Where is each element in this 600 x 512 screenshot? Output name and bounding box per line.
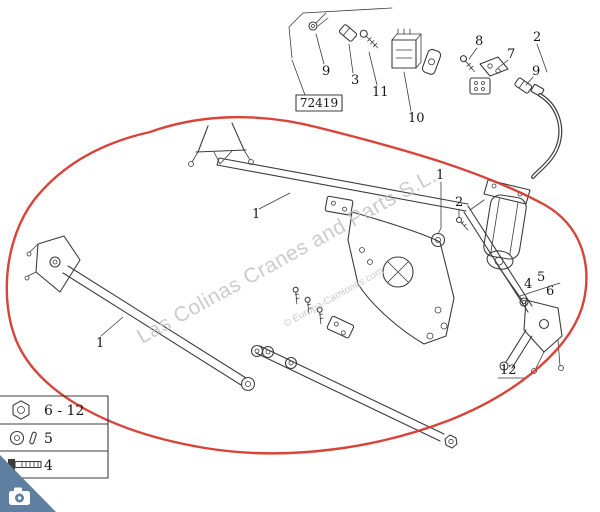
part-label-2-harness: 2 [533,30,541,45]
leader-9-left [315,33,325,65]
legend-row-nut: 6 - 12 [12,400,84,420]
screw-8-part [459,55,475,73]
bracket-7-part [479,56,509,77]
part-label-9-left: 9 [322,64,330,79]
part-label-2-screw: 2 [455,195,463,210]
end-nut [444,434,458,449]
part-label-9-right: 9 [532,64,540,79]
right-pivot-bracket [499,299,564,374]
part-label-7: 7 [507,47,515,62]
part-labels: 2 8 7 9 9 3 11 10 1 2 1 1 4 5 6 12 [96,30,554,378]
part-label-10: 10 [408,111,425,126]
motor-end-cap [486,250,514,270]
exploded-group-left [288,7,442,112]
part-label-1-frame: 1 [252,207,260,222]
ring-terminal-part [308,12,329,31]
relay-part [391,28,422,69]
ref-box-leader [291,59,306,96]
group-top-line [302,7,393,14]
leader-10 [403,71,412,112]
leader-3 [348,43,354,74]
part-label-1-washer: 1 [436,168,444,183]
legend-row-washer: 5 [9,430,53,447]
washer-1-part [430,232,446,248]
motor-cable [530,84,563,179]
screw-2-part [455,216,469,231]
tube-mid-plate [324,195,354,216]
connector-sleeve-part [338,24,358,42]
ref-box-rect [295,94,343,112]
small-plate-part [326,315,355,339]
legend-row-bolt: 4 [8,458,53,474]
hex-nut-icon [12,400,30,420]
ref-box-label: 72419 [300,96,338,110]
camera-icon [9,487,30,505]
wiper-motor-assembly [430,179,531,307]
part-label-1-rod: 1 [96,336,104,351]
leader-4-5-6 [519,282,561,297]
exploded-group-right [459,43,563,179]
left-pivot-bracket [24,235,81,293]
part-label-11: 11 [372,85,389,100]
part-label-5: 5 [537,270,545,285]
motor-frame-link [469,199,485,211]
bolt-icon [8,459,42,470]
legend-table: 6 - 12 5 4 [0,395,109,479]
leader-11 [368,51,378,86]
leader-9-right [525,76,534,86]
part-label-6: 6 [546,284,554,299]
washer-pin-icon [9,430,37,446]
legend-label-bolt: 4 [44,458,53,474]
right-side-bar [463,205,533,313]
sleeve-9-right-part [514,77,533,94]
drive-rod-lower [250,344,458,449]
main-cross-tube [216,157,469,212]
ref-number-box: 72419 [291,59,343,112]
leader-8 [468,47,478,60]
red-highlight-circle [5,115,588,455]
legend-label-washer: 5 [44,431,53,447]
leader-1-washer [437,181,442,235]
drive-rod-long [62,265,256,392]
part-label-12: 12 [500,363,517,378]
washer-pair [261,345,298,370]
legend-label-nut: 6 - 12 [44,403,84,419]
hardware-screws-group [261,286,355,370]
screw-11-part [359,29,379,49]
watermark-subtext: © Europa-Camiones.com [282,266,386,330]
leader-2-harness [536,43,548,73]
leader-1-rod [100,316,124,337]
group-bracket-line [288,12,304,59]
linkage-frame [24,122,564,449]
upper-left-mount [188,122,254,167]
leader-7 [497,59,509,69]
gasket-plate-part [421,48,442,75]
legend-grid-lines [0,395,109,479]
part-label-3: 3 [351,73,359,88]
part-label-4: 4 [524,277,532,292]
connector-block-part [469,77,491,95]
photo-badge [0,455,56,512]
part-label-8: 8 [475,34,483,49]
leader-1-frame [258,192,291,210]
central-bracket-plate [347,211,455,345]
